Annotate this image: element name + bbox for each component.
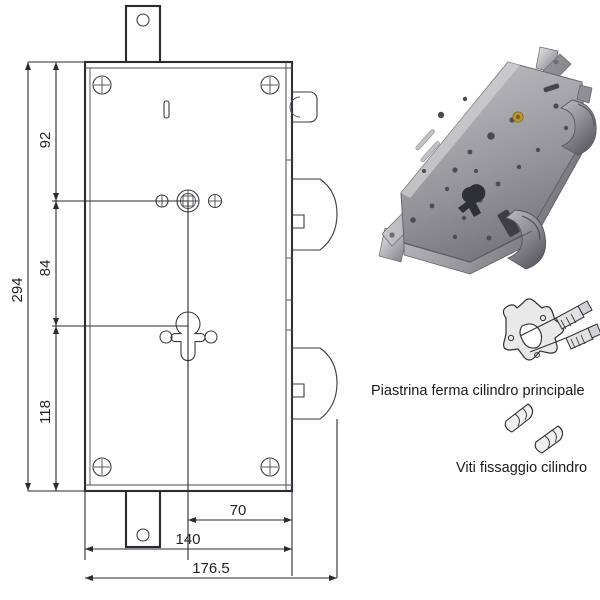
dimension-84: 84 (37, 201, 59, 326)
dimension-70: 70 (188, 502, 292, 523)
dimension-140: 140 (85, 531, 292, 552)
dimension-1765: 176.5 (85, 419, 338, 581)
photo-latch-bolt (559, 99, 597, 156)
dimension-extension-lines (28, 61, 292, 492)
dimension-label-176-5: 176.5 (192, 560, 230, 577)
bottom-mounting-tab (124, 488, 162, 549)
retaining-plate-screw-upper (519, 300, 593, 337)
dimension-label-84: 84 (37, 260, 54, 277)
top-mounting-tab (124, 4, 162, 65)
two-cylinder-screws-icon (504, 403, 564, 454)
dimension-label-140: 140 (175, 531, 200, 548)
cylinder-screw-b (534, 425, 564, 454)
part-label-retaining-plate: Piastrina ferma cilindro principale (371, 383, 585, 399)
photo-bottom-edge (403, 230, 533, 263)
dimension-92: 92 (37, 62, 59, 201)
photo-keyway-cutout (458, 184, 486, 217)
photo-slots (415, 83, 560, 237)
deadbolt-profile-upper (291, 178, 338, 251)
photo-bolt-stub (576, 84, 593, 104)
dimension-label-118: 118 (37, 400, 54, 424)
latch-bolt-profile (289, 91, 318, 123)
corner-screw-bottom-left (92, 457, 112, 477)
photo-lock-case (400, 61, 586, 275)
corner-screw-bottom-right (260, 457, 280, 477)
corner-screw-top-right (260, 75, 280, 95)
dimension-294: 294 (9, 62, 31, 491)
corner-screw-top-left (92, 75, 112, 95)
retaining-plate-with-screws-icon (502, 298, 600, 361)
dimension-label-294: 294 (9, 277, 26, 302)
spindle-fixing-hole-right (207, 193, 223, 209)
photo-brass-cam (512, 111, 524, 123)
cylinder-screw-a (504, 403, 534, 433)
photo-deadbolt-hook (505, 209, 547, 270)
retaining-plate-screw-lower (529, 323, 600, 353)
dimension-label-70: 70 (230, 502, 247, 519)
faceplate-tick-marks (286, 159, 292, 331)
part-label-cylinder-screws: Viti fissaggio cilindro (456, 460, 587, 476)
top-slot-aperture (163, 100, 170, 119)
deadbolt-profile-lower (291, 347, 338, 420)
dimension-label-92: 92 (37, 132, 54, 149)
photo-case-holes (410, 96, 569, 241)
dimension-118: 118 (37, 326, 59, 491)
